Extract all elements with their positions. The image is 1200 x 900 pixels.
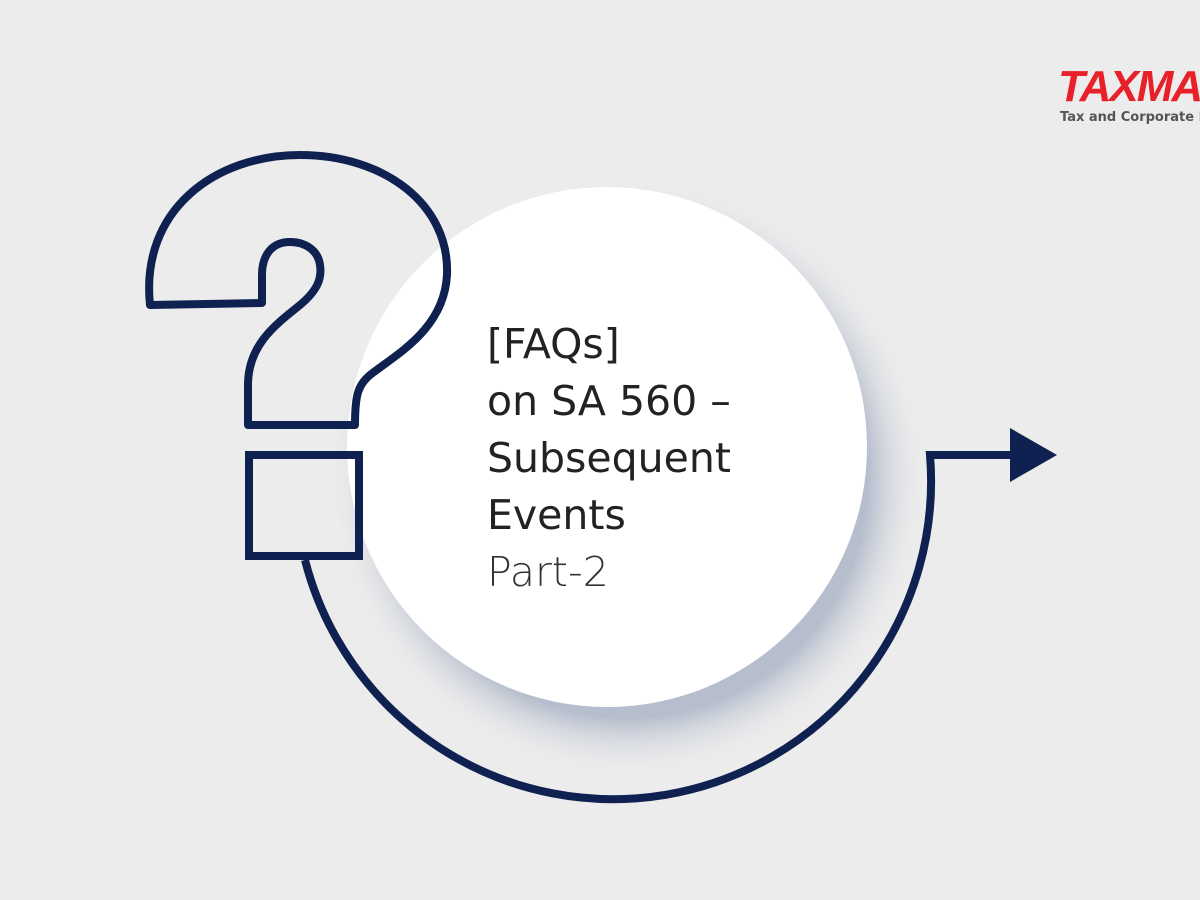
logo-wordmark: TAXMA (1058, 64, 1200, 111)
headline-line-4: Events (487, 491, 626, 539)
headline-line-2: on SA 560 – (487, 377, 731, 425)
headline-line-1: [FAQs] (487, 320, 620, 368)
circular-arrow-arc (301, 451, 1012, 804)
question-mark-outline (145, 151, 452, 429)
white-circle (347, 187, 867, 707)
taxmann-logo: TAXMA Tax and Corporate L (1058, 64, 1200, 126)
arrow-right-icon (1010, 428, 1057, 482)
headline-part: Part-2 (487, 548, 609, 596)
headline: [FAQs] on SA 560 – Subsequent Events Par… (487, 316, 731, 601)
headline-line-3: Subsequent (487, 434, 731, 482)
logo-tagline: Tax and Corporate L (1060, 110, 1200, 125)
question-mark-dot (245, 451, 363, 560)
